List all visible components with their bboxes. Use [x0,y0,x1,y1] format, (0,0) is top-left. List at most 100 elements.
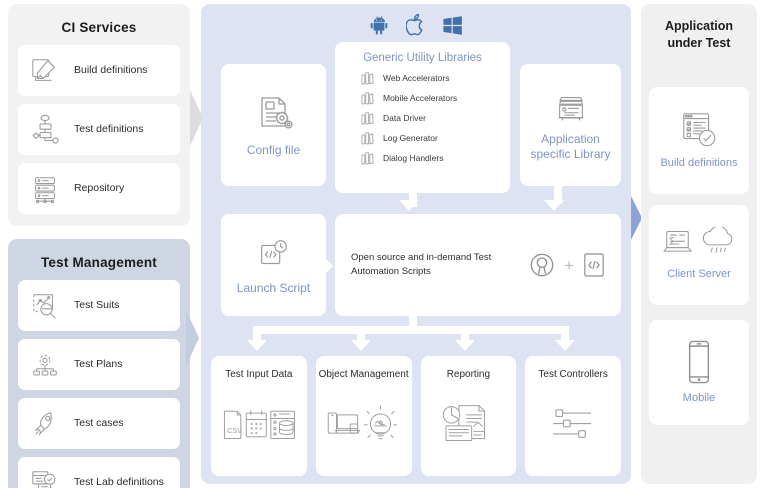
gul-item-label: Data Driver [383,113,426,123]
application-specific-library-label: Application specific Library [530,131,611,161]
connector-appspec-down [554,186,562,204]
arrow-to-test-input-data [247,340,267,351]
library-books-icon [361,71,374,85]
generic-utility-libraries-title: Generic Utility Libraries [363,52,482,64]
library-books-icon [361,111,374,125]
file-stack-icon [552,89,590,127]
middle-cards-row: Launch Script Open source and in-demand … [211,214,621,316]
gul-item[interactable]: Log Generator [361,131,510,145]
tm-item-test-lab-definitions[interactable]: Test Lab definitions [18,457,180,488]
aut-item-mobile[interactable]: Mobile [649,319,749,425]
launch-script-card[interactable]: Launch Script [221,214,326,316]
ci-item-label: Build definitions [74,63,148,76]
tm-item-test-suits[interactable]: Test Suits [18,280,180,331]
ci-item-label: Repository [74,181,125,194]
connector-branch-4 [561,326,569,342]
code-clock-icon [255,235,293,273]
apple-icon [406,14,425,36]
gul-item-label: Web Accelerators [383,73,450,83]
bottom-card-label: Test Input Data [225,369,293,380]
gul-item[interactable]: Dialog Handlers [361,151,510,165]
ci-item-test-definitions[interactable]: Test definitions [18,104,180,155]
bottom-card-label: Reporting [446,369,491,380]
devices-bulb-icon [325,395,403,453]
build-definitions-icon [26,53,64,89]
svg-text:CSV: CSV [227,426,242,435]
os-icon-row [201,4,631,38]
repository-server-icon [26,171,64,207]
automation-framework-panel: Config file Generic Utility Libraries [201,4,631,484]
test-lab-icon [26,465,64,488]
test-automation-scripts-card[interactable]: Open source and in-demand Test Automatio… [335,214,621,316]
csv-calendar-database-icon: CSV [220,395,298,453]
launch-script-connector [324,257,333,275]
library-books-icon [361,151,374,165]
checklist-icon [679,110,719,150]
bottom-cards-row: Test Input Data CSV [211,356,621,476]
arrow-tm-to-center [186,310,202,366]
test-management-title: Test Management [40,255,158,270]
gul-item[interactable]: Data Driver [361,111,510,125]
gul-item-label: Log Generator [383,133,438,143]
test-suits-magnifier-icon [26,288,64,324]
code-tag-icon [583,252,605,278]
report-chart-icon [439,395,497,453]
reporting-card[interactable]: Reporting [420,356,517,476]
aut-item-client-server[interactable]: Client Server [649,204,749,305]
android-icon [369,15,389,35]
ci-services-panel: CI Services Build definitions [8,4,190,226]
arrow-center-to-aut [628,190,644,246]
ci-item-repository[interactable]: Repository [18,163,180,214]
arrow-to-reporting [455,340,475,351]
gul-item[interactable]: Web Accelerators [361,71,510,85]
application-under-test-title: Application under Test [664,19,734,50]
upper-cards-row: Config file Generic Utility Libraries [211,42,621,200]
aut-item-label: Build definitions [660,156,738,169]
generic-utility-libraries-card[interactable]: Generic Utility Libraries Web Accelerato… [335,42,510,193]
library-books-icon [361,131,374,145]
gul-item[interactable]: Mobile Accelerators [361,91,510,105]
plus-icon: + [564,255,574,275]
application-specific-library-card[interactable]: Application specific Library [520,64,621,186]
object-management-card[interactable]: Object Management [315,356,412,476]
left-column: CI Services Build definitions [8,4,190,488]
windows-icon [442,15,463,36]
aut-item-build-definitions[interactable]: Build definitions [649,86,749,194]
bottom-card-label: Object Management [318,369,409,380]
server-cloud-icon [660,227,738,261]
connector-branch-3 [461,326,469,342]
connector-bus-horizontal [253,326,569,334]
test-controllers-card[interactable]: Test Controllers [525,356,621,476]
arrow-to-test-controllers [555,340,575,351]
tm-item-label: Test Lab definitions [74,475,164,488]
connector-branch-2 [357,326,365,342]
mobile-phone-icon [685,339,713,385]
generic-utility-libraries-list: Web Accelerators Mobile Accelerators [335,71,510,165]
scripts-icon-group: + [529,252,605,278]
tm-item-label: Test Plans [74,357,123,370]
connector-branch-1 [253,326,261,342]
test-automation-scripts-text: Open source and in-demand Test Automatio… [351,252,492,277]
config-file-gear-icon [252,93,296,137]
aut-item-label: Mobile [682,391,716,404]
arrow-appspec-to-scripts [544,200,564,211]
test-plans-gear-icon [26,347,64,383]
aut-item-label: Client Server [667,268,731,281]
tm-item-label: Test cases [74,416,124,429]
library-books-icon [361,91,374,105]
test-input-data-card[interactable]: Test Input Data CSV [211,356,307,476]
config-file-card[interactable]: Config file [221,64,326,186]
arrow-gul-to-scripts [399,200,419,211]
connector-scripts-down [409,316,417,329]
sliders-icon [547,395,599,453]
application-under-test-panel: Application under Test Build defini [641,4,757,484]
flowchart-icon [26,112,64,148]
gul-item-label: Mobile Accelerators [383,93,458,103]
tm-item-test-plans[interactable]: Test Plans [18,339,180,390]
ci-item-build-definitions[interactable]: Build definitions [18,45,180,96]
test-management-panel: Test Management Test Suits [8,239,190,488]
arrow-ci-to-center [190,90,206,146]
launch-script-label: Launch Script [236,280,311,295]
tm-item-test-cases[interactable]: Test cases [18,398,180,449]
